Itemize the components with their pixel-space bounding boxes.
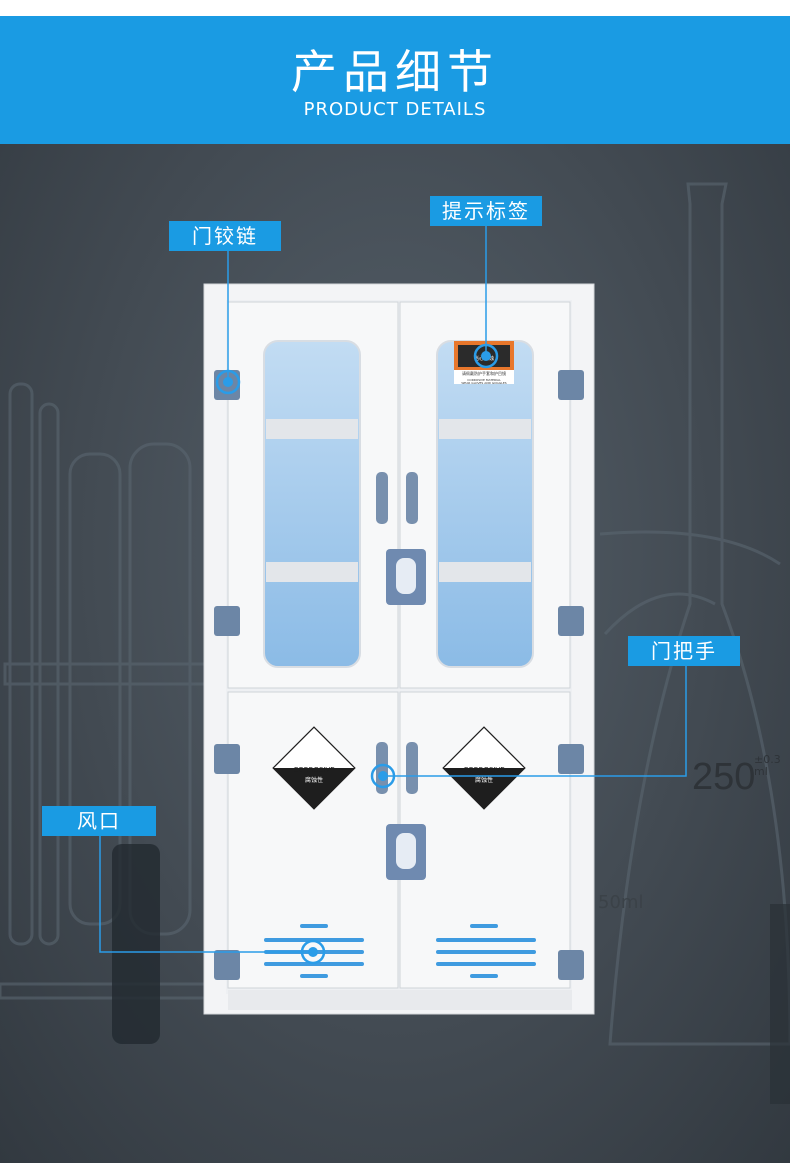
top-margin bbox=[0, 0, 790, 16]
corrosive-cn-left: 腐蚀性 bbox=[305, 776, 323, 784]
corrosive-text-right: CORROSIVE bbox=[463, 766, 504, 774]
header-banner: 产品细节 PRODUCT DETAILS bbox=[0, 16, 790, 144]
page-title: 产品细节 bbox=[291, 45, 499, 99]
warning-sign-title: 当心腐蚀 bbox=[474, 355, 494, 362]
flask-measure-label: 50ml bbox=[598, 892, 644, 913]
callout-hinge: 门铰链 bbox=[169, 221, 281, 251]
warning-sign-cn: 请佩戴防护手套和护目镜 bbox=[462, 370, 506, 376]
product-photo: 250 ±0.3 ml 50ml bbox=[0, 144, 790, 1163]
corrosive-cn-right: 腐蚀性 bbox=[475, 776, 493, 784]
callout-label-sign: 提示标签 bbox=[430, 196, 542, 226]
callout-handle: 门把手 bbox=[628, 636, 740, 666]
page-subtitle: PRODUCT DETAILS bbox=[303, 99, 487, 120]
beaker-measure-label: 250 bbox=[692, 756, 756, 798]
warning-sign-en: CORROSIVE MATERIAL bbox=[467, 378, 501, 382]
corrosive-text-left: CORROSIVE bbox=[293, 766, 334, 774]
callout-vent: 风口 bbox=[42, 806, 156, 836]
warning-sign-en2: WEAR GLOVES AND GOGGLES bbox=[461, 381, 506, 385]
beaker-measure-tolerance: ±0.3 ml bbox=[754, 753, 781, 778]
